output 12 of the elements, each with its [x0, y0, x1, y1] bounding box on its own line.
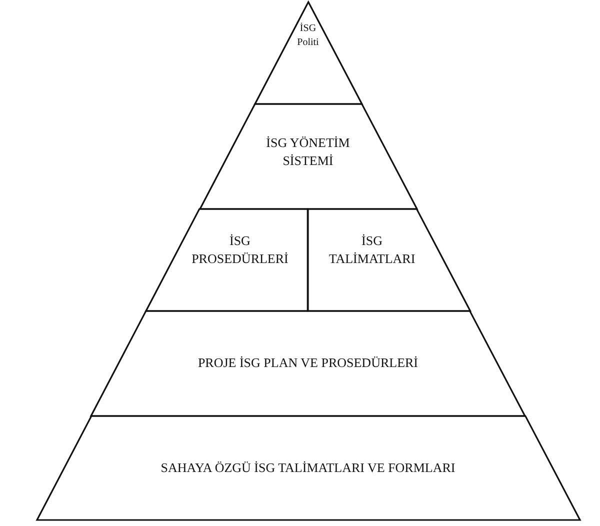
pyramid-tier [308, 209, 470, 311]
tier-label: İSG Politi [296, 22, 320, 49]
pyramid-tier [254, 2, 362, 104]
pyramid-tier [37, 416, 580, 520]
tier-label: PROJE İSG PLAN VE PROSEDÜRLERİ [196, 354, 420, 372]
tier-label: SAHAYA ÖZGÜ İSG TALİMATLARI VE FORMLARI [160, 459, 456, 477]
pyramid-tier [146, 209, 308, 311]
pyramid-tier [91, 311, 526, 416]
tier-label: İSG TALİMATLARI [328, 232, 416, 268]
tier-label: İSG PROSEDÜRLERİ [190, 232, 290, 268]
tier-label: İSG YÖNETİM SİSTEMİ [265, 134, 351, 170]
pyramid-tier [200, 104, 417, 209]
